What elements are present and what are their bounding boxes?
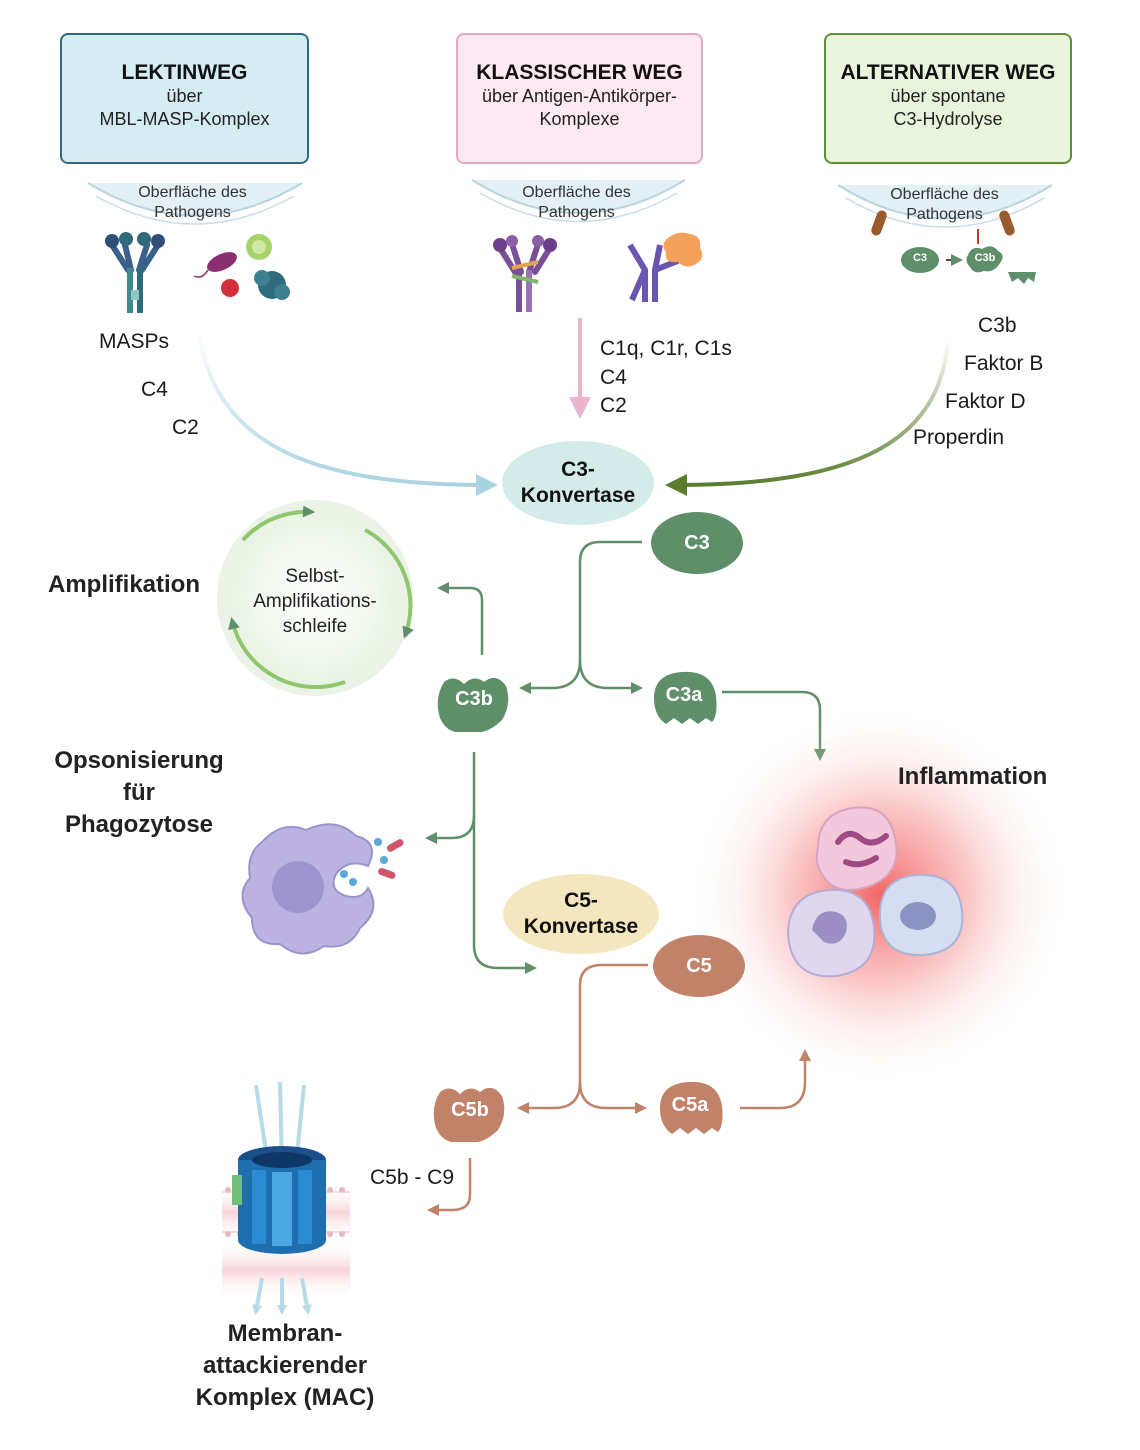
pathogens-icon	[193, 234, 290, 300]
c5b-fragment-icon	[433, 1087, 505, 1142]
c5-convertase: C5- Konvertase	[503, 874, 659, 954]
alt-c3b-label: C3b	[974, 252, 996, 264]
loop-line-3: schleife	[282, 616, 348, 637]
classical-c4-label: C4	[600, 366, 627, 389]
inflammation-glow	[690, 705, 1070, 1085]
c5b-label: C5b	[451, 1099, 489, 1121]
classical-c2-label: C2	[600, 394, 627, 417]
c3-label: C3	[684, 532, 710, 554]
neutrophil-icon	[815, 806, 898, 891]
surface-label-line: Oberfläche des	[138, 184, 247, 201]
mac-pore-icon	[222, 1081, 350, 1315]
masps-label: MASPs	[99, 330, 170, 353]
lectin-pathway-box: LEKTINWEG über MBL-MASP-Komplex	[60, 33, 309, 164]
alternative-surface-label: Oberfläche des Pathogens	[862, 185, 1027, 225]
alternative-pathway-title: ALTERNATIVER WEG	[840, 61, 1056, 84]
c1-label: C1q, C1r, C1s	[600, 337, 732, 360]
classical-pathway-box: KLASSISCHER WEG über Antigen-Antikörper-…	[456, 33, 703, 164]
amplification-loop-label: Selbst- Amplifikations- schleife	[240, 564, 390, 639]
loop-line-2: Amplifikations-	[253, 591, 377, 612]
properdin-label: Properdin	[913, 426, 1005, 449]
c5a-label: C5a	[671, 1094, 709, 1116]
c3-convertase-line-2: Konvertase	[520, 484, 636, 507]
c5-convertase-line-1: C5-	[564, 889, 598, 912]
c3-cleavage-arrows	[425, 540, 826, 974]
lectin-c2-label: C2	[172, 416, 199, 439]
opsonization-line-2: für	[123, 779, 155, 806]
surface-label-line: Oberfläche des	[522, 184, 631, 201]
c3-convertase-line-1: C3-	[561, 458, 595, 481]
basophil-icon	[878, 873, 964, 957]
macrophage-icon	[241, 823, 404, 955]
classical-pathway-subtitle-1: über Antigen-Antikörper-	[481, 86, 678, 106]
alt-c3b-factor-label: C3b	[978, 314, 1017, 337]
c5-cleavage-arrows	[427, 963, 811, 1216]
faktor-d-label: Faktor D	[945, 390, 1026, 413]
surface-label-line: Pathogens	[538, 204, 615, 221]
c1-complex-icon	[493, 235, 557, 312]
lectin-pathway-subtitle-2: MBL-MASP-Komplex	[99, 109, 270, 129]
mac-line-1: Membran-	[227, 1320, 343, 1347]
lectin-pathway-title: LEKTINWEG	[121, 61, 248, 84]
lectin-arrow	[196, 329, 498, 496]
c5b-c9-label: C5b - C9	[370, 1166, 455, 1189]
alternative-arrow	[665, 339, 950, 496]
lectin-c4-label: C4	[141, 378, 168, 401]
surface-label-line: Pathogens	[154, 204, 231, 221]
c5-label: C5	[686, 955, 712, 977]
faktor-b-label: Faktor B	[964, 352, 1044, 375]
alternative-pathway-subtitle-1: über spontane	[890, 86, 1006, 106]
alternative-pathway-box: ALTERNATIVER WEG über spontane C3-Hydrol…	[824, 33, 1072, 164]
c3b-fragment-icon	[437, 677, 509, 732]
mbl-molecule-icon	[105, 232, 165, 313]
lectin-surface-curve	[87, 182, 303, 225]
lectin-surface-label: Oberfläche des Pathogens	[110, 183, 275, 223]
classical-surface-label: Oberfläche des Pathogens	[494, 183, 659, 223]
mac-line-3: Komplex (MAC)	[195, 1384, 375, 1411]
opsonization-line-1: Opsonisierung	[54, 747, 224, 774]
mac-heading: Membran- attackierender Komplex (MAC)	[172, 1318, 398, 1414]
surface-label-line: Pathogens	[906, 206, 983, 223]
loop-line-1: Selbst-	[285, 566, 345, 587]
c3a-label: C3a	[665, 684, 703, 706]
opsonization-line-3: Phagozytose	[64, 811, 214, 838]
alt-c3-label: C3	[912, 252, 928, 264]
c3b-label: C3b	[455, 688, 493, 710]
lectin-pathway-subtitle-1: über	[166, 86, 203, 106]
antibody-antigen-icon	[627, 232, 703, 302]
c3-convertase: C3- Konvertase	[502, 441, 654, 525]
alternative-surface-curve	[837, 184, 1053, 228]
amplification-heading: Amplifikation	[48, 571, 201, 598]
eosinophil-icon	[786, 888, 876, 978]
c3a-fragment-icon	[654, 671, 717, 724]
alternative-pathway-subtitle-2: C3-Hydrolyse	[893, 109, 1003, 129]
c5a-fragment-icon	[660, 1081, 723, 1134]
inflammation-heading: Inflammation	[898, 763, 1048, 790]
c3-protein: C3	[651, 512, 743, 574]
amplification-loop-icon	[217, 500, 414, 696]
classical-pathway-subtitle-2: Komplexe	[539, 109, 620, 129]
c5-convertase-line-2: Konvertase	[523, 915, 639, 938]
surface-receptors-icon	[871, 210, 1015, 244]
c3-hydrolysis-icon	[901, 246, 1036, 284]
surface-label-line: Oberfläche des	[890, 186, 999, 203]
opsonization-heading: Opsonisierung für Phagozytose	[38, 745, 240, 841]
classical-surface-curve	[471, 179, 686, 223]
mac-line-2: attackierender	[202, 1352, 368, 1379]
c5-protein: C5	[653, 935, 745, 997]
classical-pathway-title: KLASSISCHER WEG	[476, 61, 683, 84]
